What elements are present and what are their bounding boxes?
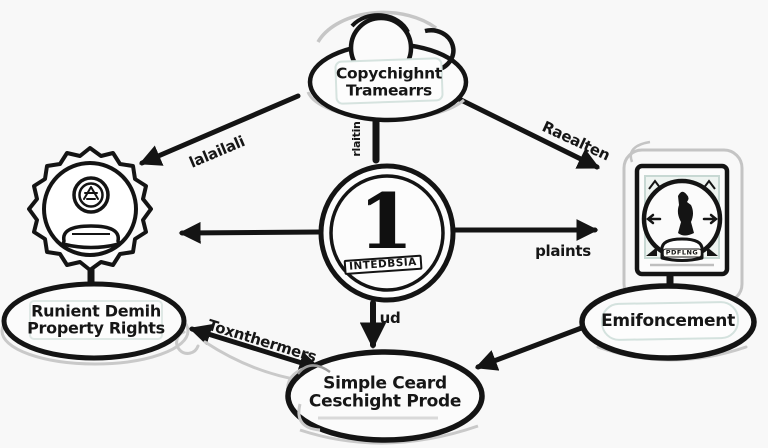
left-label-plate bbox=[29, 300, 163, 340]
stamp-caption: PDFLNG bbox=[662, 248, 702, 258]
stamp-right-arrow bbox=[702, 213, 719, 225]
edge-right-to-bottom bbox=[474, 321, 595, 371]
medal-inner-ring bbox=[329, 174, 445, 292]
left-ellipse-label: Runient Demih Property Rights bbox=[27, 301, 165, 338]
edge-label-medal-to-bottom: ud bbox=[379, 308, 401, 327]
bottom-ellipse-label: Simple Ceard Ceschight Prode bbox=[308, 373, 462, 412]
cloud-label: Copychighnt Tramearrs bbox=[336, 65, 442, 98]
seal-emblem-peak bbox=[83, 186, 99, 200]
edge-cloud-to-stamp bbox=[452, 94, 600, 170]
edge-label-medal-to-stamp: plaints bbox=[535, 241, 591, 260]
medal-numeral: 1 bbox=[358, 176, 412, 266]
cloud-node bbox=[306, 10, 469, 123]
edges bbox=[87, 93, 674, 373]
cloud-label-line1: Copychighnt bbox=[335, 64, 443, 83]
stamp-left-arrow bbox=[645, 213, 662, 225]
right-ellipse-label: Emifoncement bbox=[601, 310, 735, 331]
right-label-plate bbox=[600, 301, 740, 341]
left-ellipse-node bbox=[0, 281, 190, 366]
edge-cloud-to-seal bbox=[138, 93, 301, 166]
edge-left-to-bottom bbox=[188, 324, 322, 373]
left-ellipse-line2: Property Rights bbox=[27, 319, 165, 338]
stamp-frame-icon bbox=[622, 140, 744, 304]
bottom-ellipse-line2: Ceschight Prode bbox=[308, 392, 462, 412]
bottom-ellipse-line1: Simple Ceard bbox=[323, 373, 447, 394]
cloud-label-line2: Tramearrs bbox=[346, 81, 432, 99]
seal-pedestal bbox=[61, 224, 121, 250]
stamp-statue-figure bbox=[677, 191, 694, 236]
edge-medal-to-seal bbox=[178, 221, 323, 244]
bottom-ellipse-node bbox=[285, 349, 485, 445]
right-ellipse-node bbox=[579, 283, 757, 361]
award-seal-icon bbox=[27, 146, 153, 272]
edge-label-cloud-to-medal: rlaitin bbox=[350, 121, 364, 157]
cloud-label-plate bbox=[334, 57, 444, 105]
cloud-hook bbox=[424, 28, 456, 73]
left-ellipse-line1: Runient Demih bbox=[31, 301, 161, 321]
